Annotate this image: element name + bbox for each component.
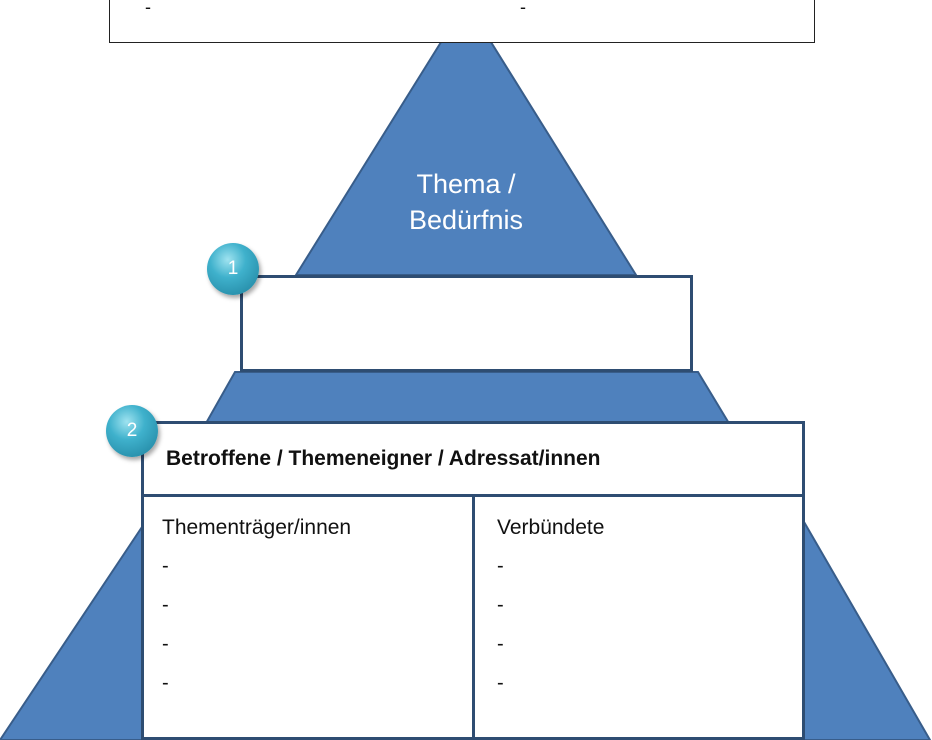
list-item: - [162, 633, 169, 655]
number-badge-2: 2 [106, 405, 158, 457]
verbuendete-column: Verbündete - - - - [472, 494, 805, 740]
list-item: - [497, 594, 504, 616]
level1-box [240, 275, 693, 372]
list-item: - [497, 633, 504, 655]
list-item: - [497, 672, 504, 694]
thementraeger-column: Thementräger/innen - - - - [141, 494, 475, 740]
pyramid-middle-band [203, 371, 732, 426]
verbuendete-title: Verbündete [497, 516, 605, 539]
list-item: - [497, 555, 504, 577]
list-item: - [162, 672, 169, 694]
top-box-left-dash: - [145, 0, 151, 17]
apex-label-line2: Bedürfnis [408, 205, 524, 235]
apex-label-line1: Thema / [416, 169, 516, 199]
number-badge-1: 1 [207, 243, 259, 295]
list-item: - [162, 594, 169, 616]
top-box-right-dash: - [520, 0, 526, 17]
thementraeger-title: Thementräger/innen [162, 516, 352, 539]
stakeholder-header: Betroffene / Themeneigner / Adressat/inn… [141, 421, 805, 497]
list-item: - [162, 555, 169, 577]
stakeholder-header-label: Betroffene / Themeneigner / Adressat/inn… [166, 447, 601, 470]
apex-label: Thema / Bedürfnis [376, 166, 556, 238]
top-box: - - [109, 0, 815, 43]
